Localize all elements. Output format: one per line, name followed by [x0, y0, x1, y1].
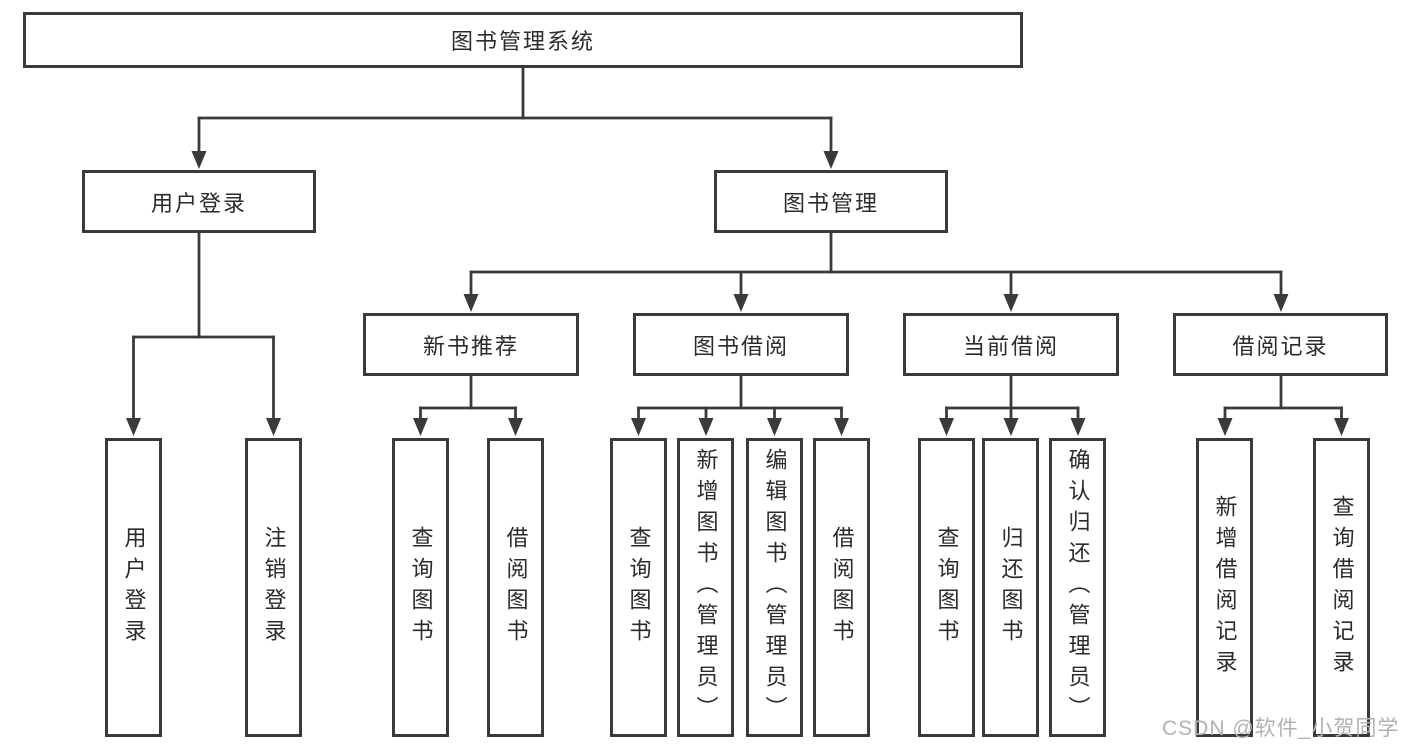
node-user-login: 用户登录	[82, 170, 316, 233]
leaf-query-books-borrow: 查询图书	[610, 438, 667, 737]
leaf-edit-books-admin: 编辑图书（管理员）	[746, 438, 803, 737]
node-label: 借阅记录	[1232, 333, 1329, 359]
watermark: CSDN @软件_小贺同学	[1162, 717, 1400, 740]
leaf-label: 用户登录	[121, 525, 147, 650]
leaf-add-borrow-record: 新增借阅记录	[1196, 438, 1253, 737]
leaf-label: 查询图书	[626, 525, 652, 650]
connector-borrow-record-children	[1217, 374, 1349, 436]
node-book-management: 图书管理	[714, 170, 948, 233]
connector-book-management-children	[463, 231, 1289, 312]
node-label: 图书借阅	[692, 333, 789, 359]
node-new-book-recommendation: 新书推荐	[363, 313, 579, 376]
leaf-label: 确认归还（管理员）	[1065, 448, 1091, 727]
connector-root-to-level2	[191, 66, 839, 169]
leaf-return-books: 归还图书	[982, 438, 1039, 737]
leaf-label: 查询图书	[934, 525, 960, 650]
leaf-add-books-admin: 新增图书（管理员）	[677, 438, 734, 737]
node-borrowing-records: 借阅记录	[1173, 313, 1388, 376]
connector-user-login-children	[126, 231, 281, 436]
leaf-logout: 注销登录	[245, 438, 302, 737]
node-current-borrowing: 当前借阅	[903, 313, 1119, 376]
leaf-confirm-return-admin: 确认归还（管理员）	[1049, 438, 1106, 737]
leaf-user-login: 用户登录	[105, 438, 162, 737]
node-library-management-system: 图书管理系统	[23, 12, 1023, 68]
leaf-query-borrow-record: 查询借阅记录	[1313, 438, 1370, 737]
leaf-label: 借阅图书	[503, 525, 529, 650]
leaf-query-books-recommend: 查询图书	[392, 438, 449, 737]
node-label: 图书管理系统	[450, 29, 595, 54]
connector-current-borrow-children	[939, 374, 1086, 436]
node-label: 当前借阅	[962, 333, 1059, 359]
node-label: 新书推荐	[422, 333, 519, 359]
connector-book-borrow-children	[631, 374, 849, 436]
leaf-label: 归还图书	[998, 525, 1024, 650]
leaf-borrow-books: 借阅图书	[813, 438, 870, 737]
leaf-label: 借阅图书	[829, 525, 855, 650]
leaf-label: 新增图书（管理员）	[693, 448, 719, 727]
leaf-label: 新增借阅记录	[1212, 494, 1238, 681]
leaf-label: 查询图书	[408, 525, 434, 650]
leaf-query-books-current: 查询图书	[918, 438, 975, 737]
leaf-label: 注销登录	[261, 525, 287, 650]
node-book-borrowing: 图书借阅	[633, 313, 849, 376]
leaf-label: 编辑图书（管理员）	[762, 448, 788, 727]
node-label: 用户登录	[150, 190, 247, 216]
leaf-label: 查询借阅记录	[1329, 494, 1355, 681]
connector-new-book-children	[413, 374, 523, 436]
node-label: 图书管理	[782, 190, 879, 216]
leaf-borrow-books-recommend: 借阅图书	[487, 438, 544, 737]
